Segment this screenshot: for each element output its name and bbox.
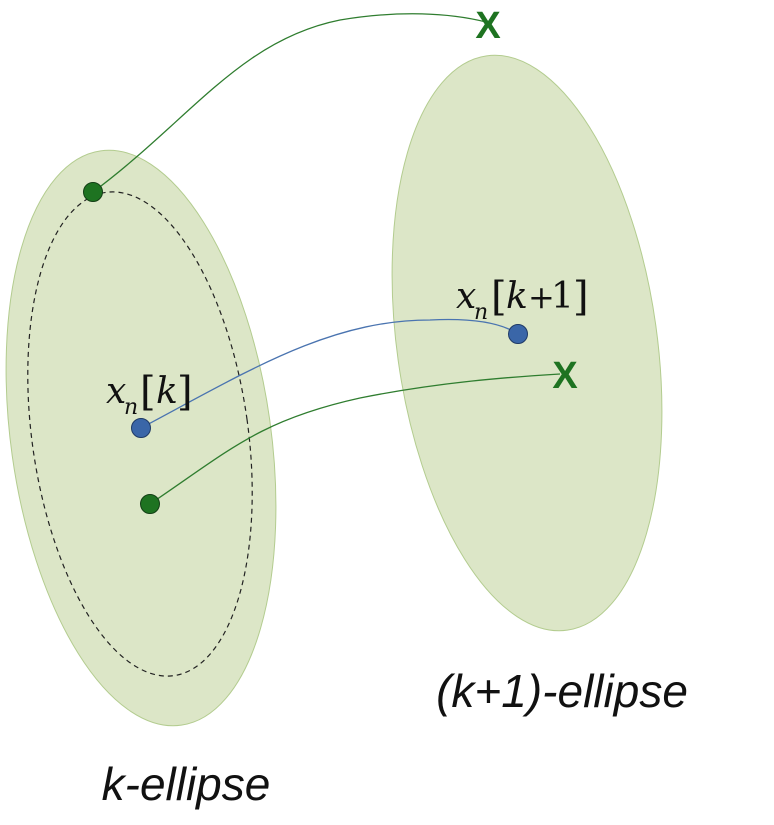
xk1-open-bracket: [ xyxy=(491,274,507,320)
k-ellipse-dashed-boundary xyxy=(27,191,253,677)
blue-trajectory xyxy=(140,318,519,429)
k-ellipse-region xyxy=(5,149,277,727)
x-mark-middle: X xyxy=(552,355,578,397)
xk1-plus: + xyxy=(528,278,555,316)
green-point-on-boundary xyxy=(83,182,103,202)
green-point-inner xyxy=(140,494,160,514)
blue-point-xk1 xyxy=(508,324,528,344)
label-xn-k1: x n [ k + 1 ] xyxy=(456,274,589,325)
k1-ellipse-region xyxy=(391,54,663,632)
xk-index: k xyxy=(156,371,178,412)
green-trajectory-top xyxy=(92,13,487,193)
x-mark-top: X xyxy=(475,5,501,47)
xk1-index: k xyxy=(506,276,528,317)
xk1-close-bracket: ] xyxy=(573,274,589,320)
xk-close-bracket: ] xyxy=(177,369,193,415)
xk-base: x xyxy=(106,371,126,412)
caption-k1-ellipse: (k+1)-ellipse xyxy=(436,665,688,717)
xk-subscript: n xyxy=(124,395,138,420)
xk-open-bracket: [ xyxy=(140,369,156,415)
label-xn-k: x n [ k ] xyxy=(106,369,193,420)
caption-k-ellipse: k-ellipse xyxy=(102,758,271,810)
xk1-one: 1 xyxy=(551,276,574,317)
xk1-base: x xyxy=(456,276,476,317)
blue-point-xk xyxy=(131,418,151,438)
green-trajectory-middle xyxy=(149,373,561,505)
xk1-subscript: n xyxy=(474,300,488,325)
